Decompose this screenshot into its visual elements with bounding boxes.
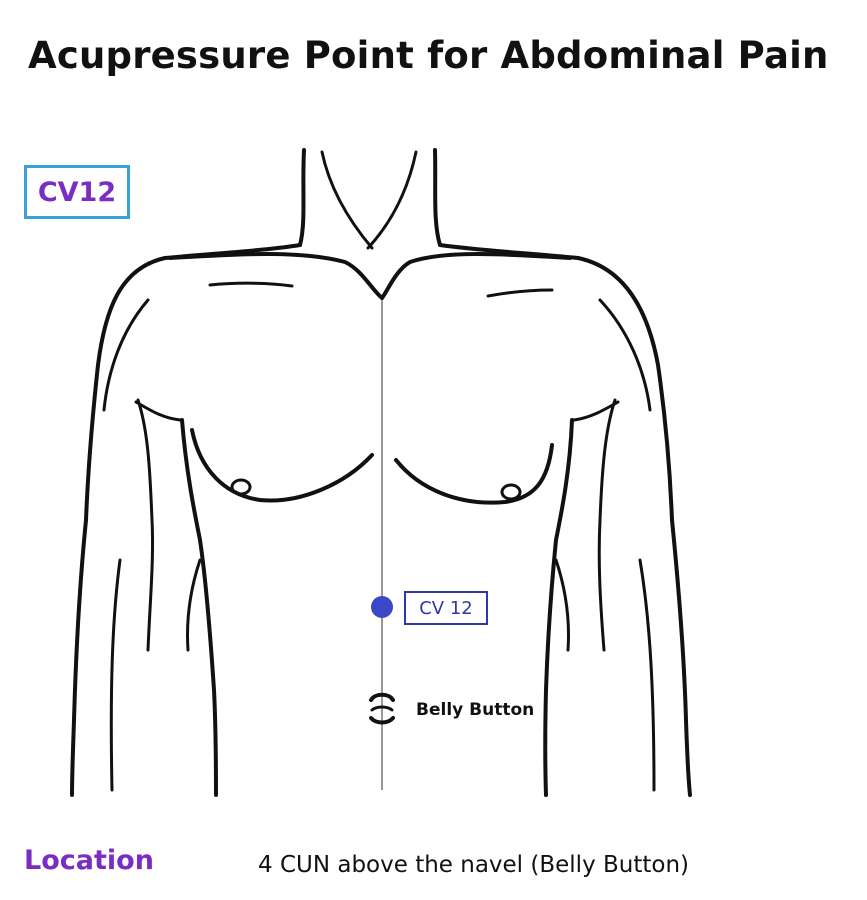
arm-inner-left	[136, 398, 155, 652]
serratus-left	[186, 558, 202, 652]
point-name-tag: CV12	[24, 165, 130, 219]
deltoid-right	[598, 298, 652, 412]
armpit-right	[572, 400, 620, 422]
neck-outline-left	[298, 148, 306, 247]
armpit-left	[134, 400, 182, 422]
clavicle-right	[380, 252, 572, 300]
arm-outer-right	[670, 518, 692, 797]
pec-line-right	[486, 288, 554, 298]
serratus-right	[554, 558, 570, 652]
page-title: Acupressure Point for Abdominal Pain	[28, 34, 829, 77]
torso-illustration	[0, 120, 867, 810]
cv12-point-label: CV 12	[404, 591, 488, 625]
location-description: 4 CUN above the navel (Belly Button)	[258, 852, 690, 878]
navel-icon	[369, 692, 395, 725]
throat-left	[320, 150, 374, 250]
pec-line-left	[208, 281, 294, 288]
forearm-left	[109, 558, 122, 792]
lat-left	[180, 418, 218, 797]
nipple-left	[230, 478, 252, 496]
shoulder-left	[84, 256, 167, 522]
arm-inner-right	[597, 398, 617, 652]
forearm-right	[638, 558, 656, 792]
throat-right	[366, 150, 418, 250]
neck-outline-right	[433, 148, 442, 247]
pec-lower-right	[394, 443, 554, 505]
belly-button-label: Belly Button	[416, 700, 535, 720]
clavicle-left	[168, 252, 384, 300]
deltoid-left	[102, 298, 150, 412]
nipple-right	[500, 483, 522, 501]
pec-lower-left	[190, 428, 374, 503]
shoulder-right	[576, 256, 674, 522]
location-heading: Location	[24, 845, 154, 876]
lat-right	[543, 418, 574, 797]
arm-outer-left	[70, 518, 88, 797]
cv12-point-marker	[371, 596, 393, 618]
